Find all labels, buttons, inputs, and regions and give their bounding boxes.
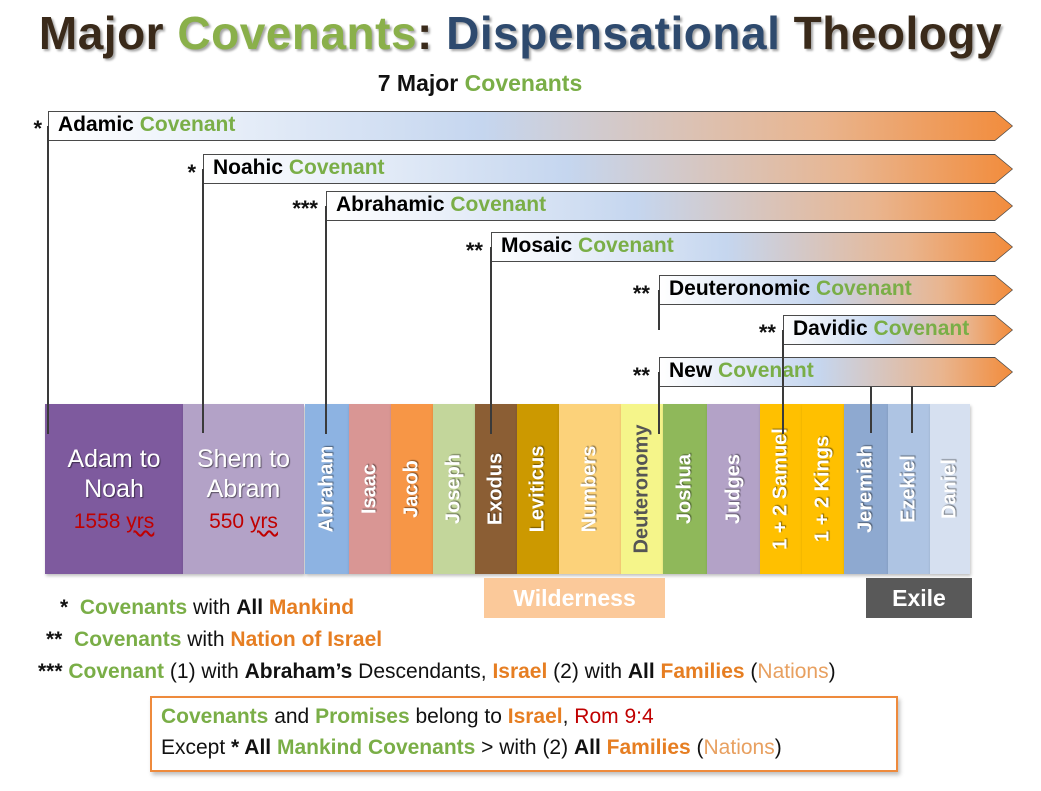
legend-line-2: ** Covenants with Nation of Israel [46, 628, 383, 651]
book-label: 1 + 2 Samuel [769, 428, 792, 550]
book-block: Daniel [930, 404, 970, 574]
covenant-stars-davidic: ** [758, 320, 776, 345]
book-block: 1 + 2 Samuel [760, 404, 802, 574]
covenant-name: New [669, 359, 713, 382]
book-block: Leviticus [517, 404, 559, 574]
promise-line-1: Covenants and Promises belong to Israel,… [161, 705, 654, 728]
covenant-arrow-davidic: Davidic Covenant [783, 315, 1013, 345]
connector-line-jeremiah [870, 387, 872, 433]
covenant-stars-abrahamic: *** [292, 196, 318, 221]
covenant-stars-adamic: * [33, 116, 42, 141]
exile-label: Exile [866, 578, 972, 618]
book-block: Joshua [663, 404, 707, 574]
book-label: Daniel [938, 458, 961, 520]
legend-line-1: * Covenants with All Mankind [60, 596, 355, 619]
covenant-word: Covenant [288, 156, 385, 179]
covenant-arrow-deuteronomic: Deuteronomic Covenant [659, 275, 1013, 305]
connector-line-mosaic [490, 247, 492, 434]
covenant-name: Abrahamic [336, 193, 445, 216]
connector-line-abrahamic [325, 206, 327, 434]
connector-line-adamic [47, 126, 49, 434]
book-block: Numbers [559, 404, 621, 574]
promise-box: Covenants and Promises belong to Israel,… [150, 696, 898, 772]
covenant-stars-new: ** [632, 363, 650, 388]
book-label: Joshua [673, 453, 696, 525]
connector-line-new [658, 372, 660, 434]
covenant-name: Mosaic [501, 234, 573, 257]
book-block: Ezekiel [888, 404, 930, 574]
covenant-word: Covenant [816, 277, 912, 300]
book-label: Ezekiel [897, 455, 920, 523]
covenant-arrow-mosaic: Mosaic Covenant [491, 232, 1013, 262]
covenant-name: Adamic [58, 113, 134, 136]
book-label: Isaac [358, 463, 381, 515]
covenant-name: Noahic [213, 156, 284, 179]
covenant-stars-mosaic: ** [465, 238, 483, 263]
wilderness-label: Wilderness [484, 578, 665, 618]
covenant-name: Deuteronomic [669, 277, 811, 300]
book-label: Jeremiah [854, 445, 877, 533]
book-label: 1 + 2 Kings [811, 435, 834, 543]
covenant-arrow-abrahamic: Abrahamic Covenant [326, 191, 1013, 221]
book-block: Jacob [391, 404, 433, 574]
covenant-arrow-new: New Covenant [659, 357, 1013, 387]
book-block: Abraham [305, 404, 349, 574]
book-label: Jacob [400, 460, 423, 518]
book-label: Deuteronomy [630, 424, 653, 554]
period-block-adam-noah: Adam to Noah 1558 yrs [45, 404, 183, 574]
book-block: Isaac [349, 404, 391, 574]
covenant-word: Covenant [139, 113, 236, 136]
book-block: Deuteronomy [621, 404, 663, 574]
book-label: Leviticus [526, 445, 549, 533]
legend-line-3: *** Covenant (1) with Abraham’s Descenda… [38, 660, 836, 683]
subtitle: 7 Major Covenants [377, 70, 583, 96]
connector-line-noahic [202, 169, 204, 433]
connector-line-ezekiel [911, 387, 913, 433]
covenant-stars-deuteronomic: ** [632, 281, 650, 306]
period-block-shem-abram: Shem to Abram 550 yrs [183, 404, 304, 574]
covenant-word: Covenant [873, 317, 970, 340]
book-label: Exodus [484, 452, 507, 526]
book-block: Exodus [475, 404, 517, 574]
book-block: Joseph [433, 404, 475, 574]
book-label: Abraham [315, 445, 338, 533]
book-label: Judges [722, 453, 744, 525]
connector-line-deuteronomic [658, 290, 660, 330]
covenant-word: Covenant [578, 234, 674, 257]
book-block: Jeremiah [844, 404, 888, 574]
promise-line-2: Except * All Mankind Covenants > with (2… [161, 736, 782, 759]
book-block: 1 + 2 Kings [802, 404, 844, 574]
covenant-stars-noahic: * [187, 160, 196, 185]
covenant-word: Covenant [718, 359, 814, 382]
book-label: Joseph [442, 453, 465, 525]
covenant-arrow-noahic: Noahic Covenant [203, 154, 1013, 184]
book-label: Numbers [578, 445, 601, 533]
covenant-name: Davidic [793, 317, 868, 340]
covenant-arrow-adamic: Adamic Covenant [48, 111, 1013, 141]
connector-line-davidic [782, 330, 784, 434]
page-title: Major Covenants: Dispensational Theology [38, 7, 1003, 59]
covenant-word: Covenant [450, 193, 547, 216]
book-block: Judges [707, 404, 760, 574]
